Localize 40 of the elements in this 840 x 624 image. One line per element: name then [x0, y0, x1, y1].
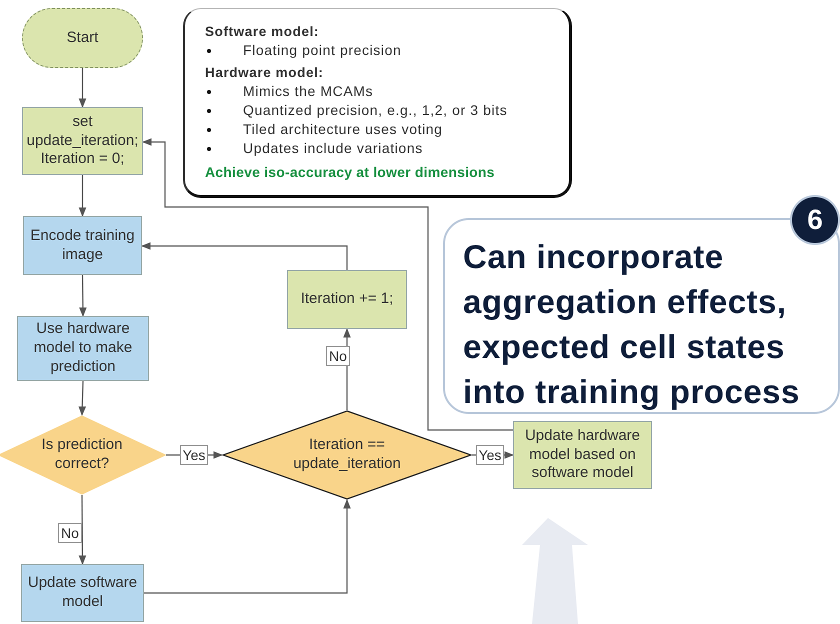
arrow — [78, 68, 86, 108]
edge-label: No — [58, 523, 82, 543]
node-text: Iteration == update_iteration — [292, 436, 402, 474]
node-text: Encode training image — [29, 226, 136, 264]
node-text: Start — [66, 28, 98, 48]
arrow — [78, 175, 86, 217]
process-box — [513, 421, 652, 489]
node-text: Update hardware model based on software model — [524, 426, 642, 484]
bullet-text: Updates include variations — [243, 139, 423, 158]
heading-text: Hardware model: — [205, 64, 324, 82]
node-text: set update_iteration; Iteration = 0; — [26, 112, 140, 170]
info-box — [183, 8, 572, 198]
process-box — [21, 564, 144, 622]
process-box — [17, 316, 149, 381]
bullet-text: Quantized precision, e.g., 1,2, or 3 bits — [243, 101, 508, 120]
arrow — [78, 495, 86, 565]
edge-label: Yes — [476, 445, 504, 465]
node-text: Use hardware model to make prediction — [32, 320, 134, 377]
arrow — [79, 275, 87, 317]
process-box — [22, 107, 143, 175]
edge-label: No — [326, 346, 350, 366]
node-text: Update software model — [26, 574, 138, 612]
bullet-text: Mimics the MCAMs — [243, 82, 374, 101]
arrow — [141, 242, 348, 270]
arrow — [343, 328, 351, 410]
node-text: Iteration += 1; — [300, 290, 394, 309]
bullet-text: Tiled architecture uses voting — [243, 120, 443, 139]
callout-number: 6 — [792, 197, 838, 243]
edge-label: Yes — [180, 445, 208, 465]
bullet-text: Floating point precision — [243, 41, 402, 60]
summary-text: Achieve iso-accuracy at lower dimensions — [205, 163, 495, 182]
node-text: Is prediction correct? — [40, 436, 124, 474]
heading-text: Software model: — [205, 23, 320, 41]
arrow — [144, 499, 351, 594]
arrow — [78, 380, 86, 416]
decision-diamond — [222, 410, 472, 500]
decision-diamond — [0, 415, 166, 495]
arrow — [142, 138, 513, 431]
process-box — [287, 270, 407, 329]
process-box — [23, 216, 142, 275]
